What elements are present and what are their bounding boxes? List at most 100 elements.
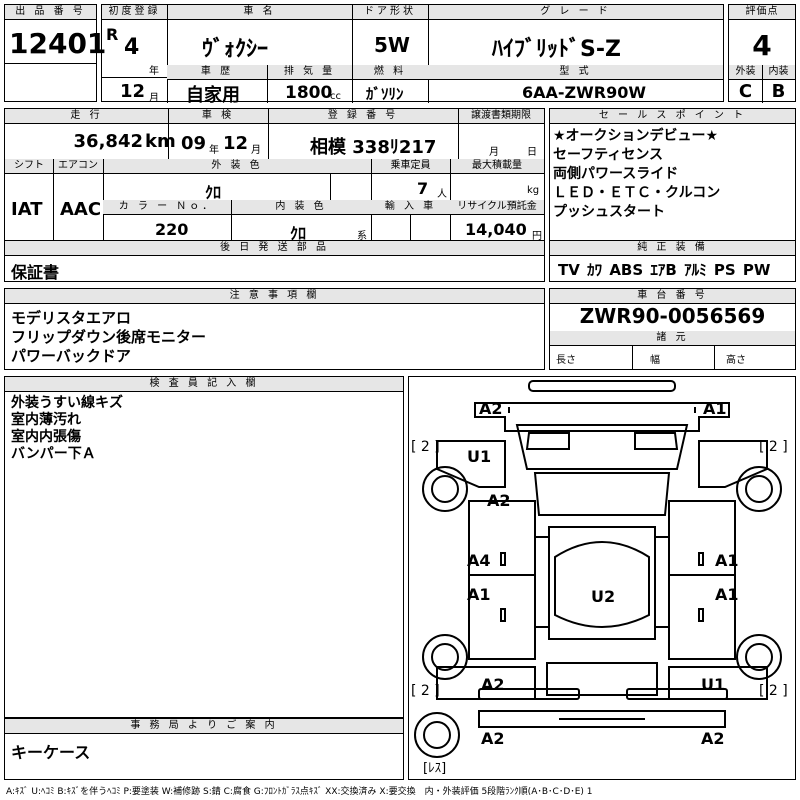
first-reg-label: 初度登録: [102, 5, 167, 20]
mark-rear-left: A2: [481, 729, 505, 748]
insp-month-unit: 月: [251, 145, 261, 156]
load-label: 最大積載量: [450, 159, 544, 174]
details-box: 走 行 車 検 登 録 番 号 譲渡書類期限 36,842 km 09 年 12…: [4, 108, 545, 243]
mark-front-right: A1: [703, 399, 727, 418]
spare-tire-mark: [ﾚｽ]: [423, 761, 447, 776]
color-no-label: カ ラ ー Ｎｏ．: [103, 200, 231, 215]
inspector-item: 室内薄汚れ: [11, 412, 81, 428]
equipment-item: PW: [742, 261, 771, 279]
legend: A:ｷｽﾞ U:ﾍｺﾐ B:ｷｽﾞを伴うﾍｺﾐ P:要塗装 W:補修跡 S:錆 …: [6, 787, 593, 797]
wheel-front-right: [736, 466, 782, 512]
equipment-list: TV ｶﾜ ABS ｴｱB ｱﾙﾐ PS PW: [558, 259, 770, 280]
reg-month: 12: [120, 81, 146, 102]
score-value: 4: [752, 29, 772, 62]
fuel-label: 燃 料: [352, 65, 428, 80]
sales-point-item: セーフティセンス: [553, 147, 664, 163]
later-parts-box: 後 日 発 送 部 品 保証書: [4, 240, 545, 282]
mileage-label: 走 行: [5, 109, 168, 124]
import-label: 輸 入 車: [371, 200, 450, 215]
rear-bumper-outline: [478, 710, 726, 728]
sales-points-box: セ ー ル ス ポ イ ン ト ★オークションデビュー★ セーフティセンス 両側…: [549, 108, 796, 242]
sales-point-item: ★オークションデビュー★: [553, 128, 719, 144]
notes-list: モデリスタエアロ フリップダウン後席モニター パワーバックドア: [11, 309, 206, 366]
int-color-value: ｸﾛ: [290, 224, 307, 243]
front-bumper-outline: [528, 380, 676, 392]
capacity-unit: 人: [437, 189, 447, 200]
grade-label: グ レ ー ド: [428, 5, 723, 20]
right-doors-outline: [668, 500, 736, 660]
month-unit: 月: [149, 93, 159, 104]
length-label: 長さ: [556, 355, 576, 366]
note-item: フリップダウン後席モニター: [11, 328, 207, 346]
mark-door-front-left: A4: [467, 551, 491, 570]
inspector-item: バンパー下Ａ: [11, 446, 96, 462]
wheel-rear-left: [422, 634, 468, 680]
ext-color-label: 外 装 色: [103, 159, 371, 174]
car-diagram-box: [ 2 ] [ 2 ] [ 2 ] [ 2 ] [ﾚｽ] A2 A1 U1 A2…: [408, 376, 796, 780]
chassis-value: ZWR90-0056569: [579, 304, 766, 328]
mark-door-rear-right: A1: [715, 585, 739, 604]
equipment-item: ｱﾙﾐ: [684, 261, 707, 279]
recycle-value: 14,040: [465, 220, 527, 239]
mark-rear-right: A2: [701, 729, 725, 748]
capacity-value: 7: [417, 179, 429, 198]
sales-point-item: ＬＥＤ・ＥＴＣ・クルコン: [553, 185, 721, 201]
ext-grade-value: C: [738, 81, 753, 102]
later-parts-label: 後 日 発 送 部 品: [5, 241, 544, 256]
tire-mark-front-right: [ 2 ]: [759, 439, 788, 455]
grade-value: ﾊｲﾌﾞﾘｯﾄﾞS-Z: [492, 37, 621, 62]
height-label: 高さ: [726, 355, 746, 366]
history-value: 自家用: [186, 85, 240, 106]
fuel-value: ｶﾞｿﾘﾝ: [366, 85, 404, 103]
left-doors-outline: [468, 500, 536, 660]
width-label: 幅: [650, 355, 660, 366]
shift-value: IAT: [11, 199, 43, 220]
wheel-rear-right: [736, 634, 782, 680]
ac-value: AAC: [60, 199, 102, 220]
transfer-label: 譲渡書類期限: [458, 109, 544, 124]
car-diagram: [414, 380, 782, 758]
right-fender-outline: [698, 440, 768, 488]
spare-tire: [414, 712, 460, 758]
left-fender-outline: [436, 440, 506, 488]
sales-points-list: ★オークションデビュー★ セーフティセンス 両側パワースライド ＬＥＤ・ＥＴＣ・…: [553, 127, 720, 222]
recycle-label: リサイクル預託金: [450, 200, 544, 215]
cabin-outline: [533, 472, 671, 516]
reg-year: 4: [124, 35, 140, 60]
hood-outline: [515, 424, 689, 470]
insp-month: 12: [223, 133, 249, 154]
note-item: パワーバックドア: [11, 347, 131, 365]
history-label: 車 歴: [167, 65, 267, 80]
load-unit: kg: [527, 185, 540, 196]
vehicle-info-box: 初度登録 車 名 ドア形状 グ レ ー ド R 4 年 ｳﾞｫｸｼｰ 5W ﾊｲ…: [101, 4, 724, 106]
office-label: 事 務 局 よ り ご 案 内: [5, 719, 403, 734]
mark-hood: A2: [487, 491, 511, 510]
later-parts-value: 保証書: [11, 263, 60, 282]
spec-label: 諸 元: [550, 331, 795, 346]
color-no-value: 220: [155, 220, 189, 239]
transfer-day: 日: [527, 147, 537, 158]
shift-label: シフト: [5, 159, 53, 174]
int-color-unit: 系: [357, 231, 367, 242]
mark-roof: U2: [591, 587, 616, 606]
lot-number-label: 出 品 番 号: [5, 5, 96, 20]
inspector-box: 検 査 員 記 入 欄 外装うすい線キズ 室内薄汚れ 室内内張傷 バンパー下Ａ: [4, 376, 404, 718]
mark-front-left: A2: [479, 399, 503, 418]
note-item: モデリスタエアロ: [11, 309, 132, 327]
equipment-item: ABS: [609, 261, 644, 279]
tire-mark-rear-left: [ 2 ]: [411, 683, 440, 699]
mark-quarter-rear-left: A2: [481, 675, 505, 694]
int-grade-value: B: [771, 81, 786, 102]
ext-color-value: ｸﾛ: [205, 183, 222, 202]
ac-label: エアコン: [53, 159, 103, 174]
notes-label: 注 意 事 項 欄: [5, 289, 544, 304]
transfer-month: 月: [489, 147, 499, 158]
car-name-label: 車 名: [167, 5, 352, 20]
equipment-label: 純 正 装 備: [550, 241, 795, 256]
equipment-item: PS: [713, 261, 736, 279]
equipment-box: 純 正 装 備 TV ｶﾜ ABS ｴｱB ｱﾙﾐ PS PW: [549, 240, 796, 282]
era: R: [106, 25, 119, 44]
mark-quarter-rear-right: U1: [701, 675, 726, 694]
car-name: ｳﾞｫｸｼｰ: [202, 37, 269, 62]
sales-point-item: プッシュスタート: [553, 204, 665, 220]
